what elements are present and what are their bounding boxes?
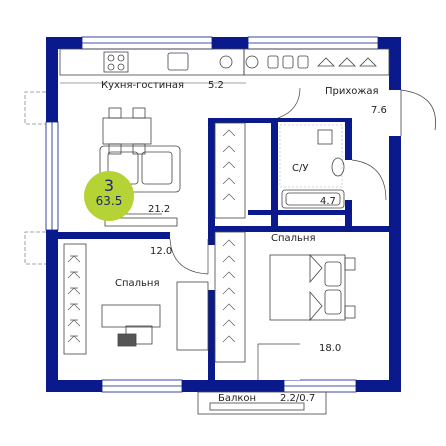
balcony-label: Балкон bbox=[218, 393, 257, 404]
wardrobe-hangers-left bbox=[67, 255, 81, 343]
hallway-wardrobe bbox=[243, 48, 390, 76]
bathroom-area: 4.7 bbox=[320, 196, 336, 207]
wardrobe-center bbox=[214, 122, 246, 363]
living-area: 21.2 bbox=[148, 204, 171, 215]
dining-table bbox=[102, 107, 152, 155]
bedroom-right-area: 18.0 bbox=[319, 343, 342, 354]
room-count: 3 bbox=[103, 176, 115, 195]
bathroom-tile-pattern bbox=[279, 124, 343, 188]
kitchen-area: 5.2 bbox=[208, 80, 224, 91]
balcony-area: 2.2/0.7 bbox=[280, 393, 316, 404]
bedroom-left-label: Спальня bbox=[115, 278, 160, 289]
apartment-badge: 3 63.5 bbox=[84, 171, 134, 221]
bedroom-left-furniture bbox=[63, 243, 209, 355]
kitchen-label: Кухня-гостиная bbox=[101, 80, 184, 91]
bathroom-label: С/У bbox=[292, 163, 309, 174]
windows bbox=[45, 36, 379, 393]
bedroom-left-area: 12.0 bbox=[150, 246, 173, 257]
window-bay bbox=[24, 91, 46, 265]
entrance-door-swing bbox=[400, 89, 436, 131]
interior-door-gaps bbox=[170, 160, 352, 380]
bed-nightstands bbox=[344, 257, 356, 319]
kitchen-counter bbox=[59, 48, 245, 76]
bedroom-right-label: Спальня bbox=[271, 233, 316, 244]
total-area: 63.5 bbox=[95, 194, 123, 208]
door-swings bbox=[169, 87, 387, 380]
bed bbox=[269, 253, 346, 322]
hallway-area: 7.6 bbox=[371, 105, 387, 116]
entrance-door-gap bbox=[389, 90, 401, 136]
balcony bbox=[197, 391, 327, 415]
bathroom-fixtures bbox=[281, 129, 345, 209]
sofa bbox=[99, 145, 181, 193]
wardrobe-hangers-center bbox=[222, 129, 236, 343]
tv-unit bbox=[104, 213, 178, 227]
hallway-label: Прихожая bbox=[325, 86, 379, 97]
